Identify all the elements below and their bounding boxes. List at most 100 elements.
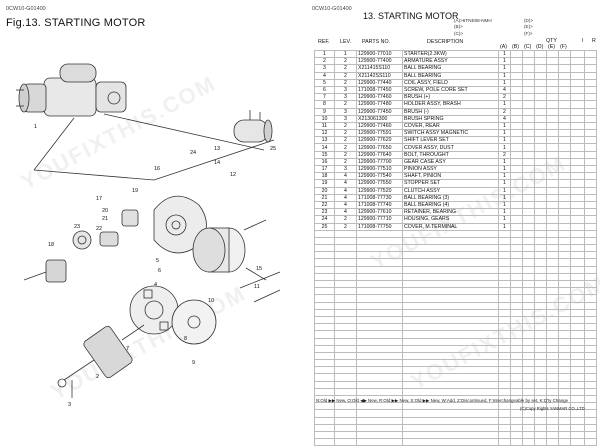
i-cell bbox=[570, 136, 585, 145]
callout-25: 25 bbox=[270, 146, 276, 152]
qty-d-cell bbox=[534, 157, 547, 167]
qty-a-cell: 1 bbox=[498, 57, 511, 66]
qty-f-cell bbox=[558, 387, 571, 397]
r-cell bbox=[584, 409, 597, 418]
qty-f-cell bbox=[558, 287, 571, 296]
qty-d-cell bbox=[534, 344, 547, 353]
qty-a-cell bbox=[498, 344, 511, 353]
r-cell bbox=[584, 57, 597, 66]
lev-cell bbox=[334, 272, 357, 282]
lev-cell bbox=[334, 323, 357, 332]
header-lev: LEV. bbox=[340, 39, 351, 45]
qty-b-cell bbox=[510, 114, 523, 123]
description-cell: PINION ASSY bbox=[402, 164, 499, 174]
ref-cell: 15 bbox=[314, 150, 335, 159]
i-cell bbox=[570, 323, 585, 332]
qty-c-cell bbox=[522, 301, 535, 310]
ref-cell: 18 bbox=[314, 172, 335, 181]
ref-cell: 10 bbox=[314, 114, 335, 123]
qty-a-cell: 1 bbox=[498, 143, 511, 152]
parts-no-cell: 171008-77730 bbox=[356, 193, 403, 202]
description-cell: RETAINER, BEARING bbox=[402, 208, 499, 217]
ref-cell: 14 bbox=[314, 143, 335, 152]
callout-22: 22 bbox=[96, 226, 102, 232]
i-cell bbox=[570, 129, 585, 138]
qty-e-cell bbox=[546, 208, 559, 217]
i-cell bbox=[570, 64, 585, 73]
qty-f-cell bbox=[558, 301, 571, 310]
qty-d-cell bbox=[534, 244, 547, 253]
ref-cell bbox=[314, 387, 335, 397]
qty-f-cell bbox=[558, 208, 571, 217]
qty-b-cell bbox=[510, 179, 523, 188]
lev-cell: 4 bbox=[334, 172, 357, 181]
i-cell bbox=[570, 359, 585, 368]
ref-cell bbox=[314, 258, 335, 267]
qty-c-cell bbox=[522, 222, 535, 231]
i-cell bbox=[570, 186, 585, 195]
ref-cell: 16 bbox=[314, 157, 335, 167]
parts-no-cell bbox=[356, 387, 403, 397]
description-cell bbox=[402, 344, 499, 353]
qty-b-cell bbox=[510, 344, 523, 353]
i-cell bbox=[570, 279, 585, 289]
ref-cell bbox=[314, 430, 335, 440]
qty-b-cell bbox=[510, 351, 523, 361]
r-cell bbox=[584, 294, 597, 303]
qty-f-cell bbox=[558, 57, 571, 66]
parts-no-cell bbox=[356, 330, 403, 339]
ref-cell bbox=[314, 438, 335, 446]
table-row bbox=[314, 416, 597, 425]
lev-cell bbox=[334, 423, 357, 432]
r-cell bbox=[584, 200, 597, 210]
callout-5: 5 bbox=[156, 258, 159, 264]
qty-b-cell bbox=[510, 373, 523, 382]
lev-cell: 2 bbox=[334, 57, 357, 66]
model-a: (A)>6TNE88-NMH bbox=[454, 18, 492, 23]
qty-d-cell bbox=[534, 236, 547, 246]
parts-no-cell: 171008-77750 bbox=[356, 222, 403, 231]
callout-20: 20 bbox=[102, 208, 108, 214]
ref-cell bbox=[314, 265, 335, 274]
qty-a-cell bbox=[498, 265, 511, 274]
description-cell: COVER ASSY, DUST bbox=[402, 143, 499, 152]
i-cell bbox=[570, 121, 585, 131]
description-cell bbox=[402, 229, 499, 238]
lev-cell: 2 bbox=[334, 222, 357, 231]
qty-f-cell bbox=[558, 323, 571, 332]
ref-cell: 19 bbox=[314, 179, 335, 188]
qty-b-cell bbox=[510, 423, 523, 432]
table-row bbox=[314, 402, 597, 411]
figure-title: Fig.13. STARTING MOTOR bbox=[6, 17, 146, 29]
description-cell bbox=[402, 359, 499, 368]
qty-a-cell: 1 bbox=[498, 64, 511, 73]
description-cell: BALL BEARING bbox=[402, 64, 499, 73]
qty-c-cell bbox=[522, 150, 535, 159]
description-cell bbox=[402, 438, 499, 446]
parts-no-cell bbox=[356, 359, 403, 368]
qty-d-cell bbox=[534, 179, 547, 188]
qty-b-cell bbox=[510, 294, 523, 303]
qty-b-cell bbox=[510, 438, 523, 446]
ref-cell bbox=[314, 373, 335, 382]
qty-a-cell: 1 bbox=[498, 100, 511, 109]
parts-no-cell: X211415S110 bbox=[356, 64, 403, 73]
i-cell bbox=[570, 294, 585, 303]
qty-a-cell: 2 bbox=[498, 150, 511, 159]
lev-cell bbox=[334, 380, 357, 389]
qty-e-cell bbox=[546, 315, 559, 325]
qty-f-cell bbox=[558, 107, 571, 116]
qty-b-cell bbox=[510, 121, 523, 131]
qty-d-cell bbox=[534, 71, 547, 80]
qty-c-cell bbox=[522, 193, 535, 202]
brush-holder-drawing bbox=[129, 285, 217, 345]
ref-cell bbox=[314, 330, 335, 339]
qty-b-cell bbox=[510, 200, 523, 210]
qty-e-cell bbox=[546, 129, 559, 138]
lev-cell: 2 bbox=[334, 71, 357, 80]
qty-f-cell bbox=[558, 359, 571, 368]
